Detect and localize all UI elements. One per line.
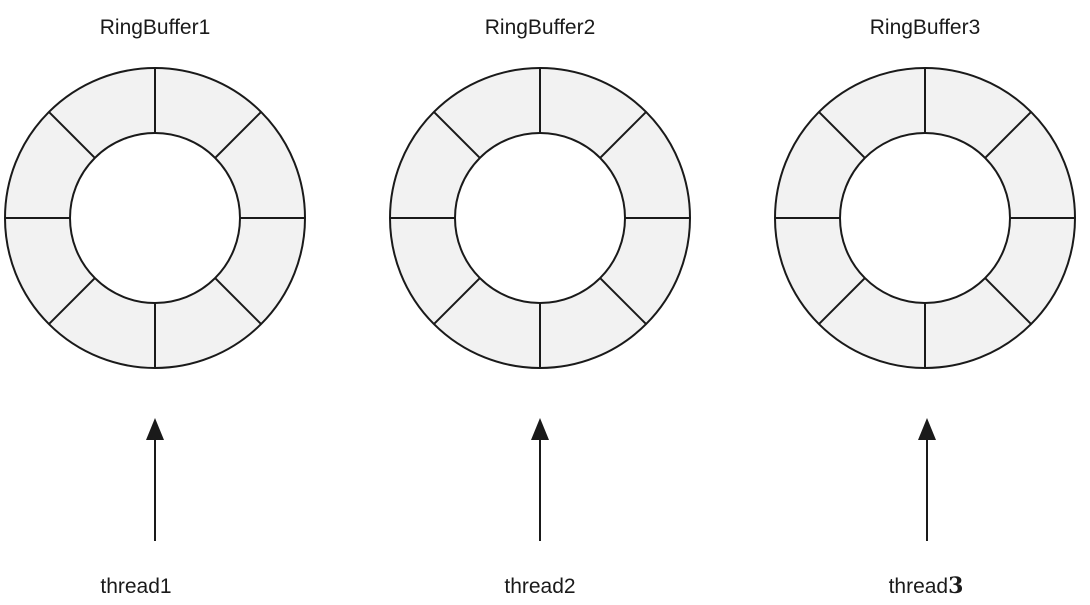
thread-label-2: thread2: [504, 575, 575, 598]
ring-buffer-slot-dividers-3: [775, 68, 1075, 368]
ring-buffer-slot-divider: [984, 111, 1032, 159]
ring-buffer-slot-divider: [48, 277, 96, 325]
ring-buffer-slot-divider: [984, 277, 1032, 325]
thread-arrow-head-2: [531, 418, 549, 440]
ring-buffer-slot-divider: [599, 111, 647, 159]
thread-label-text-2: thread: [504, 575, 564, 598]
thread-label-1: thread1: [100, 575, 171, 598]
ring-buffer-inner-hole-2: [454, 132, 626, 304]
thread-arrow-head-3: [918, 418, 936, 440]
thread-label-number-1: 1: [160, 575, 172, 598]
ring-buffer-inner-hole-1: [69, 132, 241, 304]
ring-buffer-inner-hole-3: [839, 132, 1011, 304]
ring-buffer-title-2: RingBuffer2: [485, 16, 596, 39]
ring-buffer-group-1: RingBuffer1 thread1: [4, 16, 306, 598]
thread-arrow-head-1: [146, 418, 164, 440]
ring-buffer-slot-dividers-1: [5, 68, 305, 368]
thread-label-3: thread3: [889, 573, 964, 599]
ring-buffer-slot-divider: [818, 111, 866, 159]
thread-label-number-2: 2: [564, 575, 576, 598]
ring-buffer-title-1: RingBuffer1: [100, 16, 211, 39]
ring-buffer-slot-divider: [214, 111, 262, 159]
thread-label-text-1: thread: [100, 575, 160, 598]
ring-buffer-slot-divider: [433, 111, 481, 159]
ring-buffer-slot-dividers-2: [390, 68, 690, 368]
thread-label-number-3: 3: [948, 573, 963, 599]
ring-buffer-title-3: RingBuffer3: [870, 16, 981, 39]
ring-buffer-slot-divider: [433, 277, 481, 325]
ring-buffer-slot-divider: [214, 277, 262, 325]
ring-buffer-slot-divider: [599, 277, 647, 325]
ring-buffer-slot-divider: [818, 277, 866, 325]
thread-label-text-3: thread: [889, 575, 949, 598]
ring-buffer-group-3: RingBuffer3 thread3: [774, 16, 1076, 599]
ring-buffer-slot-divider: [48, 111, 96, 159]
ring-buffer-group-2: RingBuffer2 thread2: [389, 16, 691, 598]
